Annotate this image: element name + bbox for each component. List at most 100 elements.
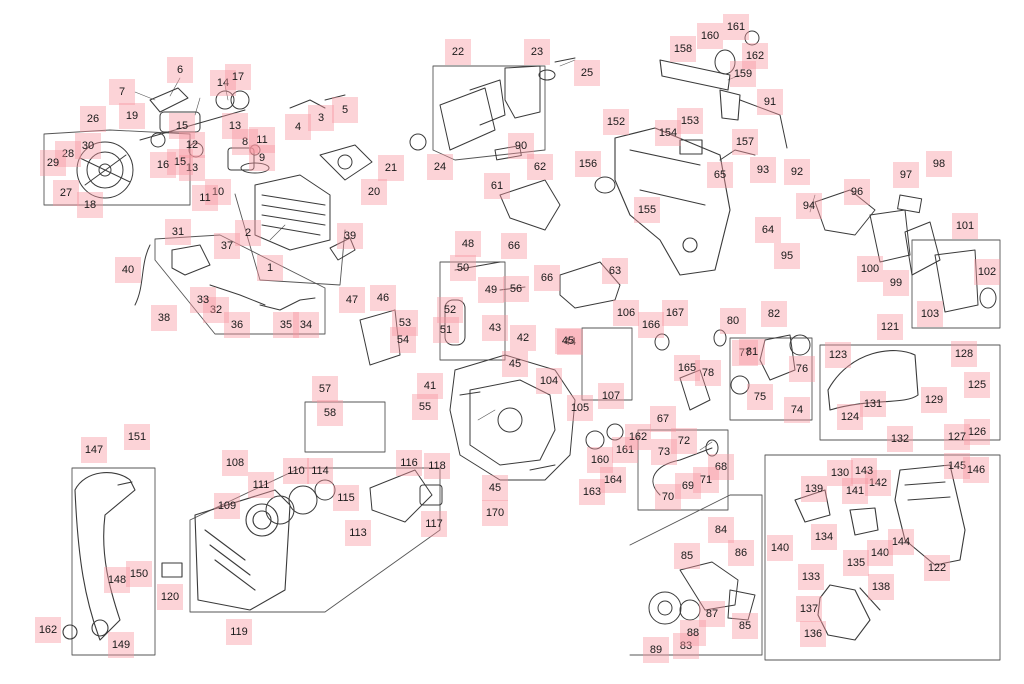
callout-71[interactable]: 71 [693,467,719,493]
callout-94[interactable]: 94 [796,193,822,219]
callout-14[interactable]: 14 [210,70,236,96]
callout-69[interactable]: 69 [675,473,701,499]
callout-32[interactable]: 32 [203,297,229,323]
callout-93[interactable]: 93 [750,157,776,183]
callout-16[interactable]: 16 [150,152,176,178]
callout-44[interactable]: 44 [557,329,583,355]
callout-78[interactable]: 78 [695,360,721,386]
callout-102[interactable]: 102 [974,259,1000,285]
callout-82[interactable]: 82 [761,301,787,327]
callout-87[interactable]: 87 [699,601,725,627]
callout-139[interactable]: 139 [801,476,827,502]
callout-49[interactable]: 49 [478,277,504,303]
callout-18[interactable]: 18 [77,192,103,218]
callout-43[interactable]: 43 [482,315,508,341]
callout-106[interactable]: 106 [613,300,639,326]
callout-36[interactable]: 36 [224,312,250,338]
callout-74[interactable]: 74 [784,397,810,423]
callout-83[interactable]: 83 [673,633,699,659]
callout-146[interactable]: 146 [963,457,989,483]
callout-143[interactable]: 143 [851,458,877,484]
callout-15[interactable]: 15 [169,113,195,139]
callout-72[interactable]: 72 [671,428,697,454]
callout-45[interactable]: 45 [482,475,508,501]
callout-144[interactable]: 144 [888,529,914,555]
callout-170[interactable]: 170 [482,500,508,526]
callout-75[interactable]: 75 [747,384,773,410]
callout-15[interactable]: 15 [167,149,193,175]
callout-114[interactable]: 114 [307,458,333,484]
callout-161[interactable]: 161 [612,437,638,463]
callout-132[interactable]: 132 [887,426,913,452]
callout-163[interactable]: 163 [579,479,605,505]
callout-40[interactable]: 40 [115,257,141,283]
callout-110[interactable]: 110 [283,458,309,484]
callout-50[interactable]: 50 [450,255,476,281]
callout-123[interactable]: 123 [825,342,851,368]
callout-23[interactable]: 23 [524,39,550,65]
callout-29[interactable]: 29 [40,150,66,176]
callout-103[interactable]: 103 [917,301,943,327]
callout-138[interactable]: 138 [868,574,894,600]
callout-148[interactable]: 148 [104,567,130,593]
callout-153[interactable]: 153 [677,108,703,134]
callout-12[interactable]: 12 [179,132,205,158]
callout-104[interactable]: 104 [536,368,562,394]
callout-4[interactable]: 4 [285,114,311,140]
callout-28[interactable]: 28 [55,141,81,167]
callout-149[interactable]: 149 [108,632,134,658]
callout-126[interactable]: 126 [964,419,990,445]
callout-38[interactable]: 38 [151,305,177,331]
callout-31[interactable]: 31 [165,219,191,245]
callout-9[interactable]: 9 [249,145,275,171]
callout-85[interactable]: 85 [732,613,758,639]
callout-157[interactable]: 157 [732,129,758,155]
callout-141[interactable]: 141 [842,478,868,504]
callout-109[interactable]: 109 [214,493,240,519]
callout-34[interactable]: 34 [293,312,319,338]
callout-54[interactable]: 54 [390,327,416,353]
callout-145[interactable]: 145 [944,453,970,479]
callout-13[interactable]: 13 [179,155,205,181]
callout-164[interactable]: 164 [600,467,626,493]
callout-111[interactable]: 111 [248,472,274,498]
callout-167[interactable]: 167 [662,300,688,326]
callout-85[interactable]: 85 [674,543,700,569]
callout-140[interactable]: 140 [867,540,893,566]
callout-42[interactable]: 42 [510,325,536,351]
callout-97[interactable]: 97 [893,162,919,188]
callout-57[interactable]: 57 [312,376,338,402]
callout-11[interactable]: 11 [192,185,218,211]
callout-89[interactable]: 89 [643,637,669,663]
callout-41[interactable]: 41 [417,373,443,399]
callout-73[interactable]: 73 [651,439,677,465]
callout-81[interactable]: 81 [739,339,765,365]
callout-22[interactable]: 22 [445,39,471,65]
callout-124[interactable]: 124 [837,404,863,430]
callout-19[interactable]: 19 [119,103,145,129]
callout-26[interactable]: 26 [80,106,106,132]
callout-68[interactable]: 68 [708,454,734,480]
callout-56[interactable]: 56 [503,276,529,302]
callout-8[interactable]: 8 [232,129,258,155]
callout-158[interactable]: 158 [670,36,696,62]
callout-62[interactable]: 62 [527,154,553,180]
callout-107[interactable]: 107 [598,383,624,409]
callout-166[interactable]: 166 [638,312,664,338]
callout-45[interactable]: 45 [502,351,528,377]
callout-161[interactable]: 161 [723,14,749,40]
callout-129[interactable]: 129 [921,387,947,413]
callout-65[interactable]: 65 [707,162,733,188]
callout-55[interactable]: 55 [412,394,438,420]
callout-33[interactable]: 33 [190,287,216,313]
callout-133[interactable]: 133 [798,564,824,590]
callout-150[interactable]: 150 [126,561,152,587]
callout-39[interactable]: 39 [337,223,363,249]
callout-119[interactable]: 119 [226,619,252,645]
callout-48[interactable]: 48 [455,231,481,257]
callout-30[interactable]: 30 [75,133,101,159]
callout-7[interactable]: 7 [109,79,135,105]
callout-108[interactable]: 108 [222,450,248,476]
callout-160[interactable]: 160 [587,447,613,473]
callout-98[interactable]: 98 [926,151,952,177]
